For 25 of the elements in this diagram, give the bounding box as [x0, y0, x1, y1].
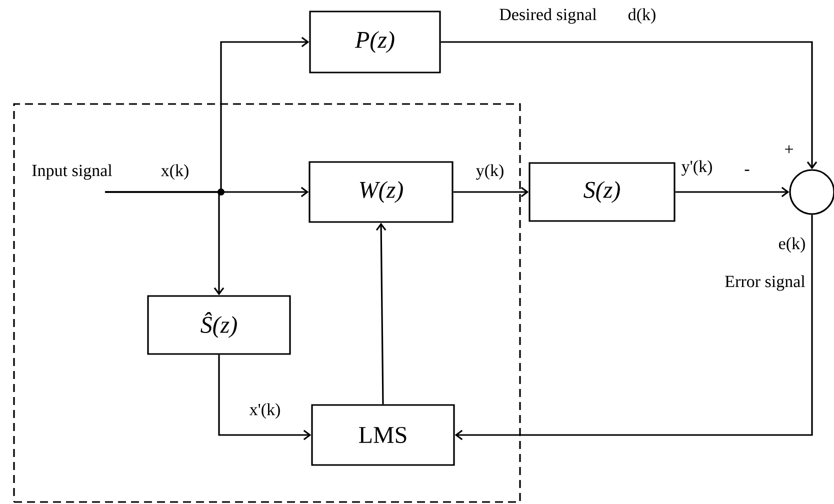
block-box: Ŝ(z)	[147, 295, 291, 355]
arrow	[376, 222, 386, 404]
arrow	[453, 186, 529, 198]
signal-label: x(k)	[161, 164, 188, 180]
block-box: W(z)	[308, 161, 454, 223]
summing-junction	[789, 169, 834, 215]
signal-label: Desired signal	[500, 8, 597, 24]
signal-label: -	[744, 170, 750, 171]
arrow	[105, 191, 224, 296]
signal-label: Input signal	[32, 164, 112, 180]
arrow	[440, 41, 818, 170]
edge-label: y(k)	[476, 164, 504, 180]
block-box: P(z)	[309, 10, 441, 74]
arrow	[454, 214, 813, 440]
arrow	[675, 186, 790, 198]
arrow	[218, 354, 312, 440]
block-box: LMS	[311, 404, 455, 466]
signal-label: Error signal	[725, 275, 806, 291]
dashed-region	[13, 103, 521, 503]
signal-label: +	[785, 145, 793, 154]
edge-label: x'(k)	[249, 403, 280, 419]
signal-label: d(k)	[628, 8, 656, 24]
edge-label: y'(k)	[682, 160, 712, 176]
block-box: S(z)	[528, 162, 676, 222]
signal-label: e(k)	[778, 237, 805, 253]
